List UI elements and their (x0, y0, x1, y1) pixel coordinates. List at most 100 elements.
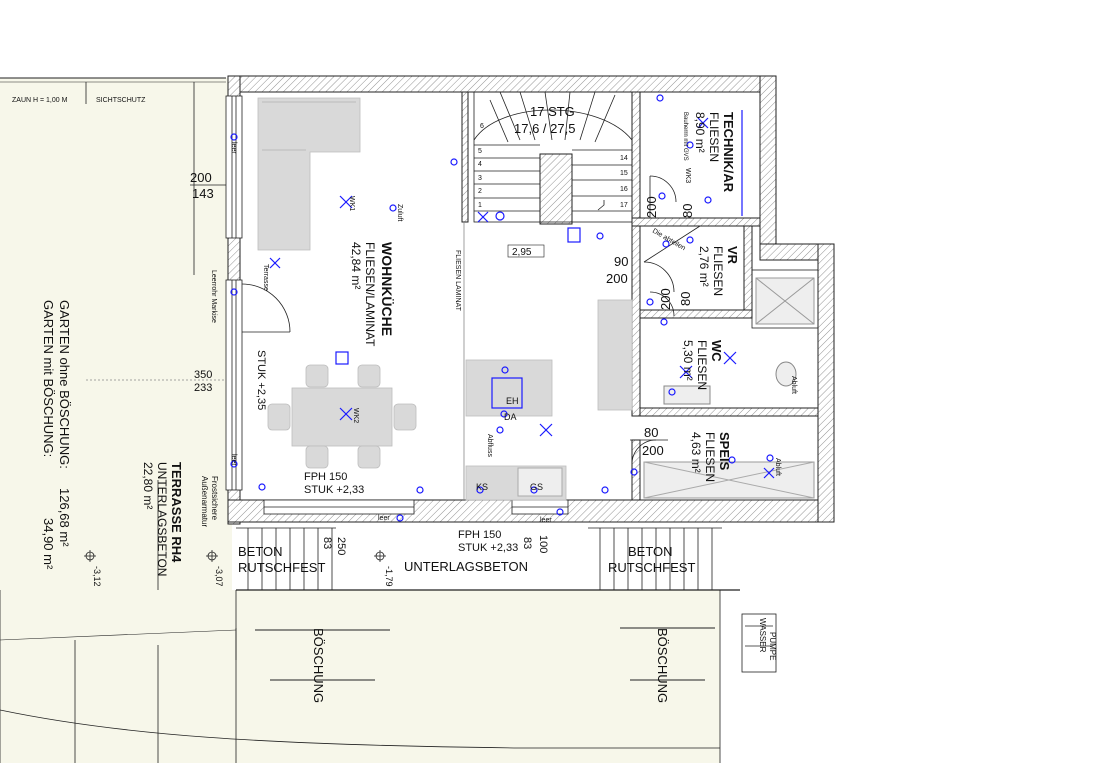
win2-width: 350 (194, 369, 212, 381)
stair-steps: 17 STG (530, 104, 575, 119)
wall-wc-west (631, 225, 641, 417)
garden-lower-area (0, 590, 720, 763)
garden-area (0, 78, 232, 590)
terrace-floor: UNTERLAGSBETON (155, 462, 169, 576)
slope-markers-left (255, 627, 715, 681)
privacy-label: SICHTSCHUTZ (96, 97, 146, 104)
window-west-2 (225, 279, 243, 491)
stair-num-4: 4 (478, 161, 482, 168)
stuk-1: STUK +2,35 (255, 350, 267, 410)
wall-east-lower (817, 243, 835, 523)
terrace-steps-left (236, 527, 336, 591)
room-vr-area: 2,76 m² (697, 246, 711, 287)
dim-250: 250 (335, 537, 347, 555)
stair-num-2: 2 (478, 188, 482, 195)
label-diagonal: Die abteilen (651, 228, 687, 253)
terrace-area: 22,80 m² (141, 462, 155, 509)
wall-stair-core (539, 153, 573, 225)
stair-num-5: 5 (478, 148, 482, 155)
vr-door-w: 90 (614, 254, 628, 269)
label-leer-3: leer (230, 142, 237, 154)
room-technik-area: 8,90 m² (693, 112, 707, 153)
wall-east-upper (759, 75, 777, 259)
stair-num-17: 17 (620, 202, 628, 209)
wall-technik-south (631, 217, 761, 227)
pump-box (741, 613, 777, 673)
stair-num-3: 3 (478, 175, 482, 182)
outside-beton-left-2: RUTSCHFEST (238, 560, 325, 575)
label-leer-1: leer (378, 515, 390, 522)
tech-door-w: 200 (644, 196, 659, 218)
fence-label: ZAUN H = 1,00 M (12, 97, 68, 104)
wash-basin (663, 385, 711, 405)
level-1: -3,12 (92, 566, 102, 587)
outside-boeschung-left: BÖSCHUNG (311, 628, 326, 703)
dim-100: 100 (537, 535, 549, 553)
terrace-name: TERRASSE RH4 (169, 462, 184, 563)
label-leer-2: leer (540, 517, 552, 524)
dining-chairs (267, 364, 417, 469)
room-wohnkueche-area: 42,84 m² (349, 242, 363, 289)
terrace-steps-right (588, 527, 722, 591)
label-abfluss: Abfluss (486, 434, 493, 457)
wall-technik-west (631, 91, 641, 223)
label-ks: KS (476, 482, 488, 492)
win2-height: 233 (194, 382, 212, 394)
win1-height: 143 (192, 186, 214, 201)
win1-width: 200 (190, 170, 212, 185)
toilet (775, 361, 797, 387)
window-west-1 (225, 95, 243, 239)
terrace-frost-2: Außenarmatur (200, 476, 209, 527)
room-vr-floor: FLIESEN (711, 246, 725, 296)
label-wk1: WK1 (348, 196, 355, 211)
speis-door-h: 200 (642, 443, 664, 458)
kitchen-tall-cabinets (597, 299, 633, 411)
vr-door-h: 200 (606, 271, 628, 286)
fph-2: FPH 150 (458, 529, 501, 541)
wall-wc-south (639, 407, 819, 417)
stair-num-1: 1 (478, 202, 482, 209)
level-295: 2,95 (512, 247, 532, 258)
fph-1: FPH 150 (304, 471, 347, 483)
room-technik-name: TECHNIK/AR (721, 112, 736, 193)
room-wc-floor: FLIESEN (695, 340, 709, 390)
stair-num-6: 6 (480, 123, 484, 130)
dim-83-b: 83 (521, 537, 533, 549)
room-technik-note: Bauherrn mit GVS (682, 112, 688, 161)
label-abluft-speis: Abluft (774, 458, 781, 476)
label-terrasse-small: Terrasse (262, 264, 269, 291)
label-leer-4: leer (230, 454, 237, 466)
outside-unterlags: UNTERLAGSBETON (404, 559, 528, 574)
wall-vr-east (743, 225, 753, 315)
label-abluft-wc: Abluft (790, 376, 797, 394)
garden-line2-value: 34,90 m² (41, 518, 56, 570)
speis-door-w: 80 (644, 425, 658, 440)
garden-line1-value: 126,68 m² (57, 488, 72, 547)
electrical-symbols (230, 94, 775, 522)
outside-beton-right-2: RUTSCHFEST (608, 560, 695, 575)
stuk-3: STUK +2,33 (458, 542, 518, 554)
room-wc-area: 5,30 m² (681, 340, 695, 381)
label-pumpe: PUMPE (768, 632, 777, 660)
wall-stair-left (461, 91, 469, 223)
level-2: -3,07 (214, 566, 224, 587)
laminat-label: FLIESEN LAMINAT (454, 250, 461, 312)
kitchen-island (465, 359, 553, 417)
room-speis-name: SPEIS (717, 432, 732, 471)
stair-num-16: 16 (620, 186, 628, 193)
label-leerrohr: Leerrohr Markise (210, 270, 217, 323)
label-wk2: WK2 (352, 408, 359, 423)
room-vr-name: VR (725, 246, 740, 265)
wall-north (227, 75, 777, 93)
garden-line1-label: GARTEN ohne BÖSCHUNG: (57, 300, 72, 469)
wall-vr-south (639, 309, 753, 319)
garden-line2-label: GARTEN mit BÖSCHUNG: (41, 300, 56, 457)
room-wohnkueche-floor: FLIESEN/LAMINAT (363, 242, 377, 347)
label-da: DA (504, 412, 517, 422)
room-wc-name: WC (709, 340, 724, 362)
label-eh: EH (506, 396, 519, 406)
dim-83-a: 83 (321, 537, 333, 549)
level-3: -1,79 (384, 566, 394, 587)
